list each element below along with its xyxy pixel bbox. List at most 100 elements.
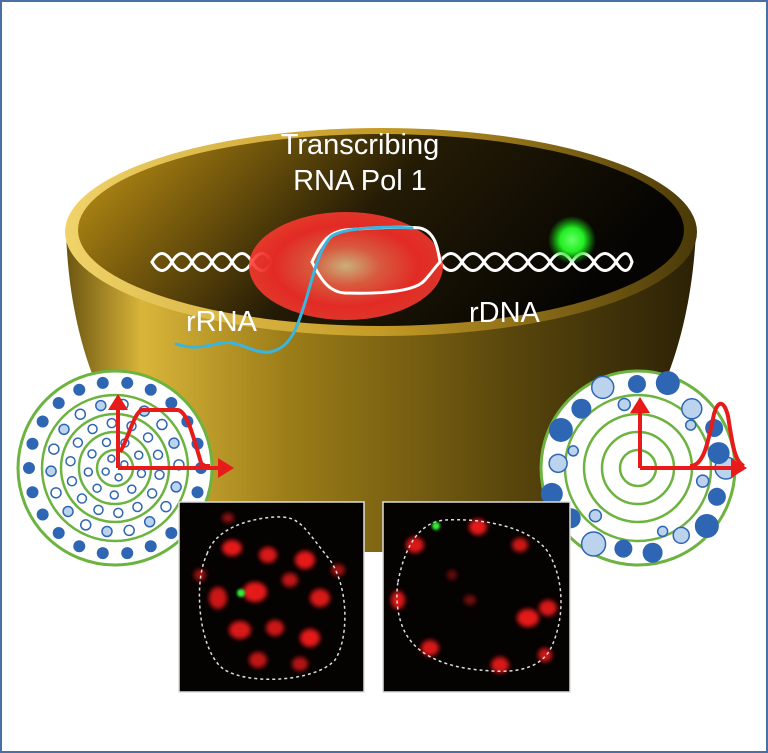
dot xyxy=(684,419,697,431)
fluorescence-spot xyxy=(249,652,267,668)
dot xyxy=(627,375,646,394)
fluorescence-spot xyxy=(447,570,457,580)
dot xyxy=(571,398,592,419)
dot xyxy=(656,525,669,538)
dot xyxy=(96,547,109,560)
dot xyxy=(121,547,134,560)
dot xyxy=(694,513,719,538)
fluorescence-spot xyxy=(512,538,528,552)
fluorescence-spot xyxy=(222,513,234,523)
nucleus-rings-peripheral-icon xyxy=(539,369,747,567)
fluorescence-spot xyxy=(310,589,330,607)
rdna-label: rDNA xyxy=(469,297,540,329)
dot xyxy=(95,399,107,412)
dot xyxy=(143,516,156,528)
fluorescence-spot xyxy=(538,648,552,662)
dot xyxy=(588,508,603,523)
dot xyxy=(72,437,84,448)
dot xyxy=(52,526,65,539)
fluorescence-spot xyxy=(222,540,242,556)
fluorescence-spot xyxy=(209,587,227,609)
dot xyxy=(93,504,104,516)
dot xyxy=(127,484,137,494)
dot xyxy=(121,376,134,389)
dot xyxy=(672,526,690,545)
dot xyxy=(707,442,730,465)
dot xyxy=(590,375,615,400)
dot xyxy=(58,423,70,436)
dot xyxy=(695,474,710,488)
dot xyxy=(136,468,147,479)
dot xyxy=(191,486,204,499)
dot xyxy=(156,418,168,431)
dot xyxy=(160,500,172,513)
dot xyxy=(23,462,35,474)
dot xyxy=(114,473,123,482)
dot xyxy=(36,508,49,521)
dot xyxy=(36,415,49,428)
dot xyxy=(87,423,98,435)
dot xyxy=(65,455,76,467)
dot xyxy=(107,454,116,463)
dot xyxy=(80,519,92,531)
dot xyxy=(26,437,39,450)
fluorescence-spot xyxy=(406,537,424,553)
fluorescence-spot xyxy=(491,657,509,673)
dot xyxy=(50,487,62,499)
dot xyxy=(101,525,113,538)
dot xyxy=(113,507,124,519)
dot xyxy=(109,490,120,500)
dot xyxy=(165,526,178,539)
dot xyxy=(655,371,680,396)
dot xyxy=(101,467,110,476)
dot xyxy=(165,397,178,410)
dot xyxy=(540,482,563,505)
fluorescence-spot xyxy=(194,569,206,581)
dot xyxy=(168,437,180,449)
dot xyxy=(548,417,573,442)
dot xyxy=(83,467,94,477)
fluorescence-spot xyxy=(282,573,298,587)
nucleus-rings-uniform-icon xyxy=(16,369,234,567)
micrograph-panel-left xyxy=(178,501,365,693)
dot xyxy=(106,417,117,429)
dot xyxy=(617,397,632,412)
dot xyxy=(45,465,57,477)
fluorescence-spot xyxy=(300,629,320,647)
green-fluorescent-locus xyxy=(548,216,596,264)
dot xyxy=(123,524,135,537)
dot xyxy=(142,432,154,443)
dot xyxy=(681,398,703,420)
micrograph-panel-right xyxy=(382,501,571,693)
dot xyxy=(707,487,726,506)
dot xyxy=(154,469,165,481)
fluorescence-spot xyxy=(421,640,439,656)
fluorescence-spot xyxy=(266,620,284,636)
fluorescence-spot xyxy=(295,551,315,569)
rrna-label: rRNA xyxy=(186,306,257,338)
title-line-1: Transcribing xyxy=(280,129,440,161)
dot xyxy=(73,540,86,553)
fluorescence-spot xyxy=(517,609,539,627)
fluorescence-spot xyxy=(229,621,251,639)
fluorescence-spot xyxy=(539,600,557,616)
dot xyxy=(133,450,144,460)
dot xyxy=(144,383,157,396)
title-line-2: RNA Pol 1 xyxy=(293,165,427,197)
dot xyxy=(152,449,164,461)
dot xyxy=(96,376,109,389)
dot xyxy=(26,486,39,499)
dot xyxy=(76,493,88,504)
dot xyxy=(170,481,182,493)
dot xyxy=(87,449,97,459)
dot xyxy=(74,408,87,420)
dot xyxy=(101,437,112,448)
dot xyxy=(66,475,78,487)
dot xyxy=(52,397,65,410)
fluorescence-spot xyxy=(464,595,476,605)
dot xyxy=(62,505,74,518)
dot xyxy=(580,531,607,557)
fluorescence-spot xyxy=(469,519,487,535)
